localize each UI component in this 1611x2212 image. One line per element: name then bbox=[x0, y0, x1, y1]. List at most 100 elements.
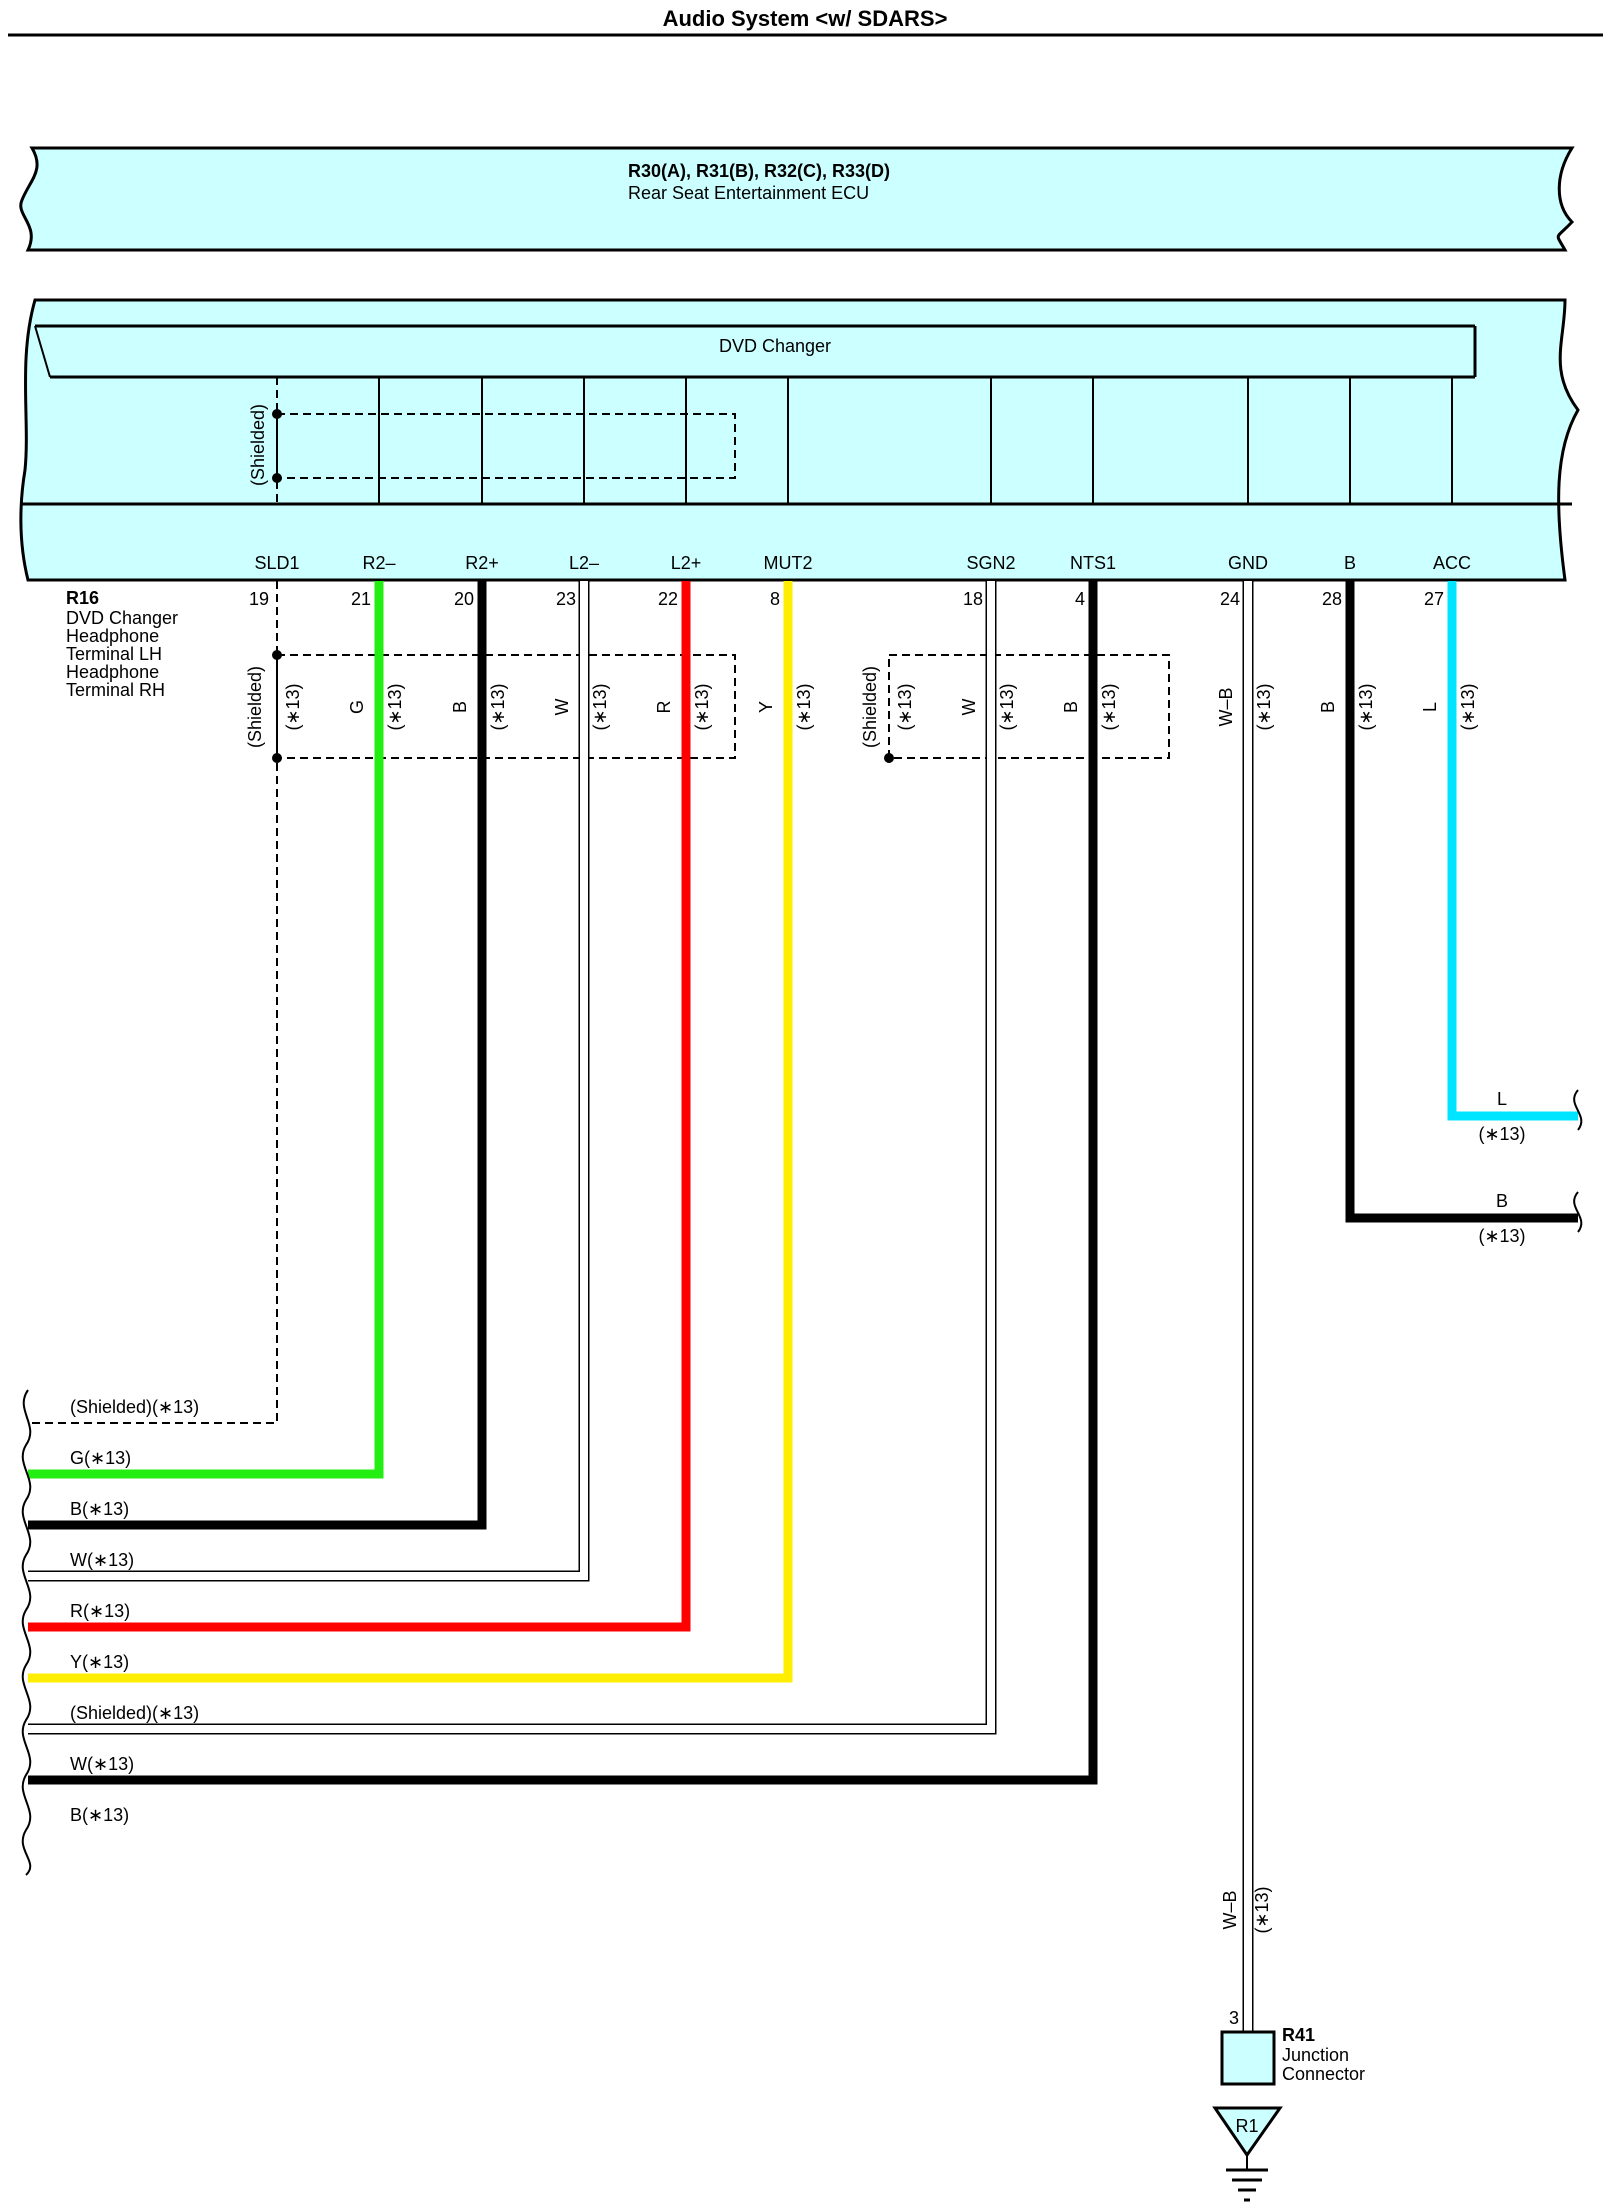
terminal-name-l2-3: L2– bbox=[569, 553, 599, 573]
wire-note-b-9: (∗13) bbox=[1356, 683, 1376, 730]
terminal-name-l2-4: L2+ bbox=[671, 553, 702, 573]
r41-line-1: Junction bbox=[1282, 2045, 1349, 2065]
pin-number-acc-10: 27 bbox=[1424, 589, 1444, 609]
wire-note-nts1-7: (∗13) bbox=[1099, 683, 1119, 730]
pin-number-l2-4: 22 bbox=[658, 589, 678, 609]
wire-note-sld1-0: (∗13) bbox=[283, 683, 303, 730]
left-exit-label-3: W(∗13) bbox=[70, 1550, 134, 1570]
right-break-mark-2 bbox=[1573, 1191, 1583, 1233]
r41-pin: 3 bbox=[1229, 2008, 1239, 2028]
wire-label-sgn2-6: W bbox=[959, 699, 979, 716]
ecu-name: Rear Seat Entertainment ECU bbox=[628, 183, 869, 203]
wires bbox=[28, 581, 1578, 2032]
pin-number-r2-2: 20 bbox=[454, 589, 474, 609]
page-title: Audio System <w/ SDARS> bbox=[663, 6, 948, 31]
wire-label-sld1-0: (Shielded) bbox=[245, 666, 265, 748]
wire-note-acc-10: (∗13) bbox=[1458, 683, 1478, 730]
ecu-box bbox=[19, 146, 1575, 252]
ground-label: R1 bbox=[1235, 2116, 1258, 2136]
terminal-name-r2-2: R2+ bbox=[465, 553, 499, 573]
right-exit-b-wire: B bbox=[1496, 1191, 1508, 1211]
wire-r2-1 bbox=[28, 581, 384, 1479]
r16-line-4: Headphone bbox=[66, 662, 159, 682]
r41-line-2: Connector bbox=[1282, 2064, 1365, 2084]
wire-mut2-5 bbox=[28, 581, 793, 1683]
pin-number-sgn2-6: 18 bbox=[963, 589, 983, 609]
terminal-name-acc-10: ACC bbox=[1433, 553, 1471, 573]
terminal-name-b-9: B bbox=[1344, 553, 1356, 573]
left-exit-label-6: (Shielded)(∗13) bbox=[70, 1703, 199, 1723]
gnd-lower-note: (∗13) bbox=[1252, 1886, 1272, 1933]
r41-connector bbox=[1220, 2030, 1276, 2086]
wire-label-l2-3: W bbox=[552, 699, 572, 716]
wire-note-mut2-5: (∗13) bbox=[794, 683, 814, 730]
right-break-mark-1 bbox=[1573, 1089, 1583, 1131]
right-exit-l-note: (∗13) bbox=[1478, 1124, 1525, 1144]
shield-note-right: (∗13) bbox=[895, 683, 915, 730]
wire-label-l2-4: R bbox=[654, 701, 674, 714]
left-exit-label-5: Y(∗13) bbox=[70, 1652, 129, 1672]
r41-code: R41 bbox=[1282, 2025, 1315, 2045]
right-exit-l-wire: L bbox=[1497, 1089, 1507, 1109]
wire-note-sgn2-6: (∗13) bbox=[997, 683, 1017, 730]
terminal-name-sld1-0: SLD1 bbox=[254, 553, 299, 573]
wire-label-acc-10: L bbox=[1420, 702, 1440, 712]
pin-number-mut2-5: 8 bbox=[770, 589, 780, 609]
r16-line-2: Headphone bbox=[66, 626, 159, 646]
wire-label-nts1-7: B bbox=[1061, 701, 1081, 713]
wire-nts1-7 bbox=[28, 581, 1098, 1785]
pin-number-gnd-8: 24 bbox=[1220, 589, 1240, 609]
terminal-name-r2-1: R2– bbox=[362, 553, 395, 573]
wire-acc-10 bbox=[1447, 581, 1578, 1121]
gnd-lower-wire-label: W–B bbox=[1220, 1890, 1240, 1929]
wire-note-r2-2: (∗13) bbox=[488, 683, 508, 730]
left-break-mark bbox=[21, 1389, 32, 1876]
pin-number-r2-1: 21 bbox=[351, 589, 371, 609]
left-exit-labels: (Shielded)(∗13)G(∗13)B(∗13)W(∗13)R(∗13)Y… bbox=[70, 1397, 199, 1825]
r16-code: R16 bbox=[66, 588, 99, 608]
wire-sld1-0 bbox=[28, 581, 278, 1424]
wire-label-r2-1: G bbox=[347, 700, 367, 714]
wire-l2-3 bbox=[28, 581, 590, 1582]
wire-label-gnd-8: W–B bbox=[1216, 687, 1236, 726]
internal-shield-label: (Shielded) bbox=[248, 404, 268, 486]
shield-group-right bbox=[884, 654, 1170, 763]
left-exit-label-1: G(∗13) bbox=[70, 1448, 131, 1468]
terminal-name-sgn2-6: SGN2 bbox=[966, 553, 1015, 573]
terminal-name-gnd-8: GND bbox=[1228, 553, 1268, 573]
left-exit-label-2: B(∗13) bbox=[70, 1499, 129, 1519]
wire-note-l2-3: (∗13) bbox=[590, 683, 610, 730]
internal-shield-box bbox=[276, 413, 736, 479]
pin-number-sld1-0: 19 bbox=[249, 589, 269, 609]
wire-l2-4 bbox=[28, 581, 691, 1632]
dvd-changer-box bbox=[19, 298, 1580, 582]
left-exit-label-0: (Shielded)(∗13) bbox=[70, 1397, 199, 1417]
terminal-name-nts1-7: NTS1 bbox=[1070, 553, 1116, 573]
wire-r2-2 bbox=[28, 581, 487, 1530]
wire-note-r2-1: (∗13) bbox=[385, 683, 405, 730]
r16-line-3: Terminal LH bbox=[66, 644, 162, 664]
pin-number-nts1-7: 4 bbox=[1075, 589, 1085, 609]
left-exit-label-7: W(∗13) bbox=[70, 1754, 134, 1774]
right-exit-b-note: (∗13) bbox=[1478, 1226, 1525, 1246]
r16-line-5: Terminal RH bbox=[66, 680, 165, 700]
wire-note-l2-4: (∗13) bbox=[692, 683, 712, 730]
left-exit-label-8: B(∗13) bbox=[70, 1805, 129, 1825]
ground-triangle bbox=[1212, 2106, 1283, 2158]
r16-line-1: DVD Changer bbox=[66, 608, 178, 628]
wire-note-gnd-8: (∗13) bbox=[1254, 683, 1274, 730]
shield-label-right: (Shielded) bbox=[860, 666, 880, 748]
wire-label-r2-2: B bbox=[450, 701, 470, 713]
wire-sgn2-6 bbox=[28, 581, 997, 1735]
terminal-labels: SLD119(Shielded)(∗13)R2–21G(∗13)R2+20B(∗… bbox=[245, 553, 1478, 748]
ecu-connectors: R30(A), R31(B), R32(C), R33(D) bbox=[628, 161, 890, 181]
pin-number-b-9: 28 bbox=[1322, 589, 1342, 609]
wire-label-b-9: B bbox=[1318, 701, 1338, 713]
dvd-changer-label: DVD Changer bbox=[719, 336, 831, 356]
terminal-name-mut2-5: MUT2 bbox=[764, 553, 813, 573]
pin-number-l2-3: 23 bbox=[556, 589, 576, 609]
wire-b-9 bbox=[1345, 581, 1578, 1223]
wire-label-mut2-5: Y bbox=[756, 701, 776, 713]
